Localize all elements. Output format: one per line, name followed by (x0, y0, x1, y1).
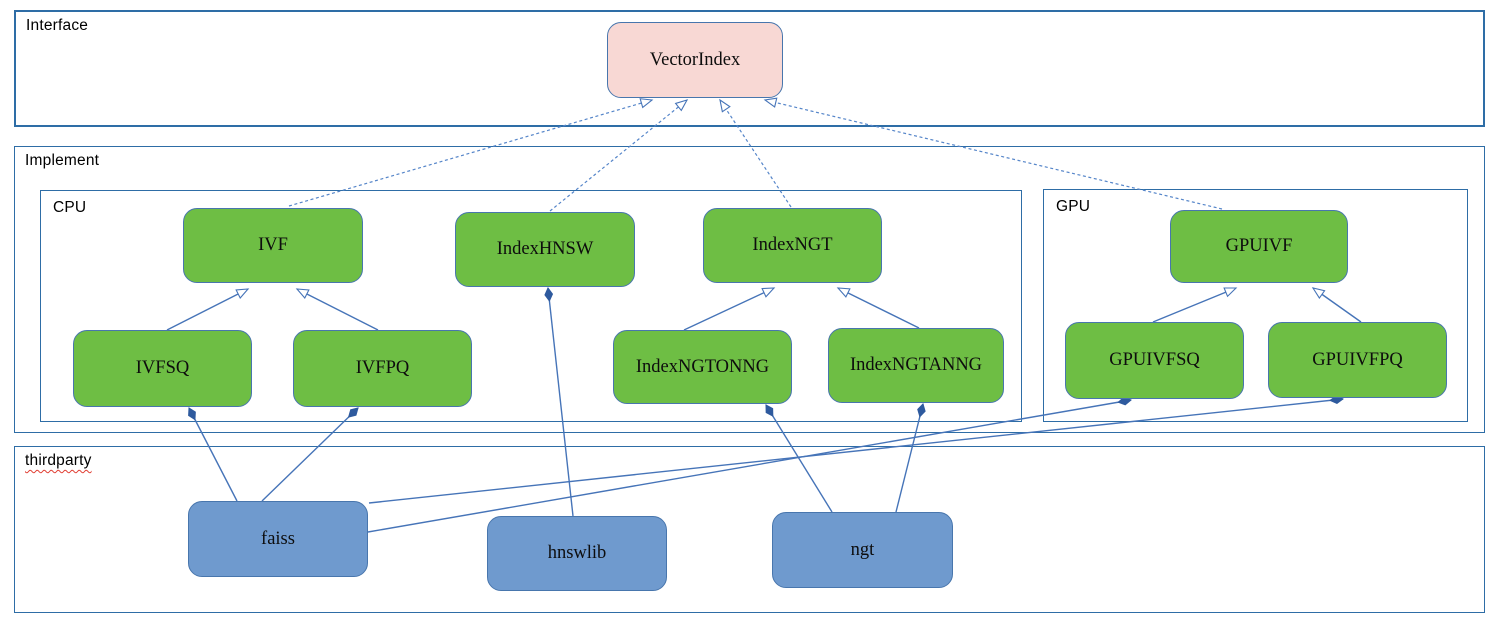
container-label-implement: Implement (25, 152, 100, 169)
container-interface: Interface (14, 10, 1485, 127)
container-gpu: GPU (1043, 189, 1468, 422)
container-label-thirdparty: thirdparty (25, 452, 92, 469)
container-label-cpu: CPU (53, 199, 87, 216)
container-label-interface: Interface (26, 17, 89, 34)
container-cpu: CPU (40, 190, 1022, 422)
container-thirdparty: thirdparty (14, 446, 1485, 613)
container-label-gpu: GPU (1056, 198, 1091, 215)
